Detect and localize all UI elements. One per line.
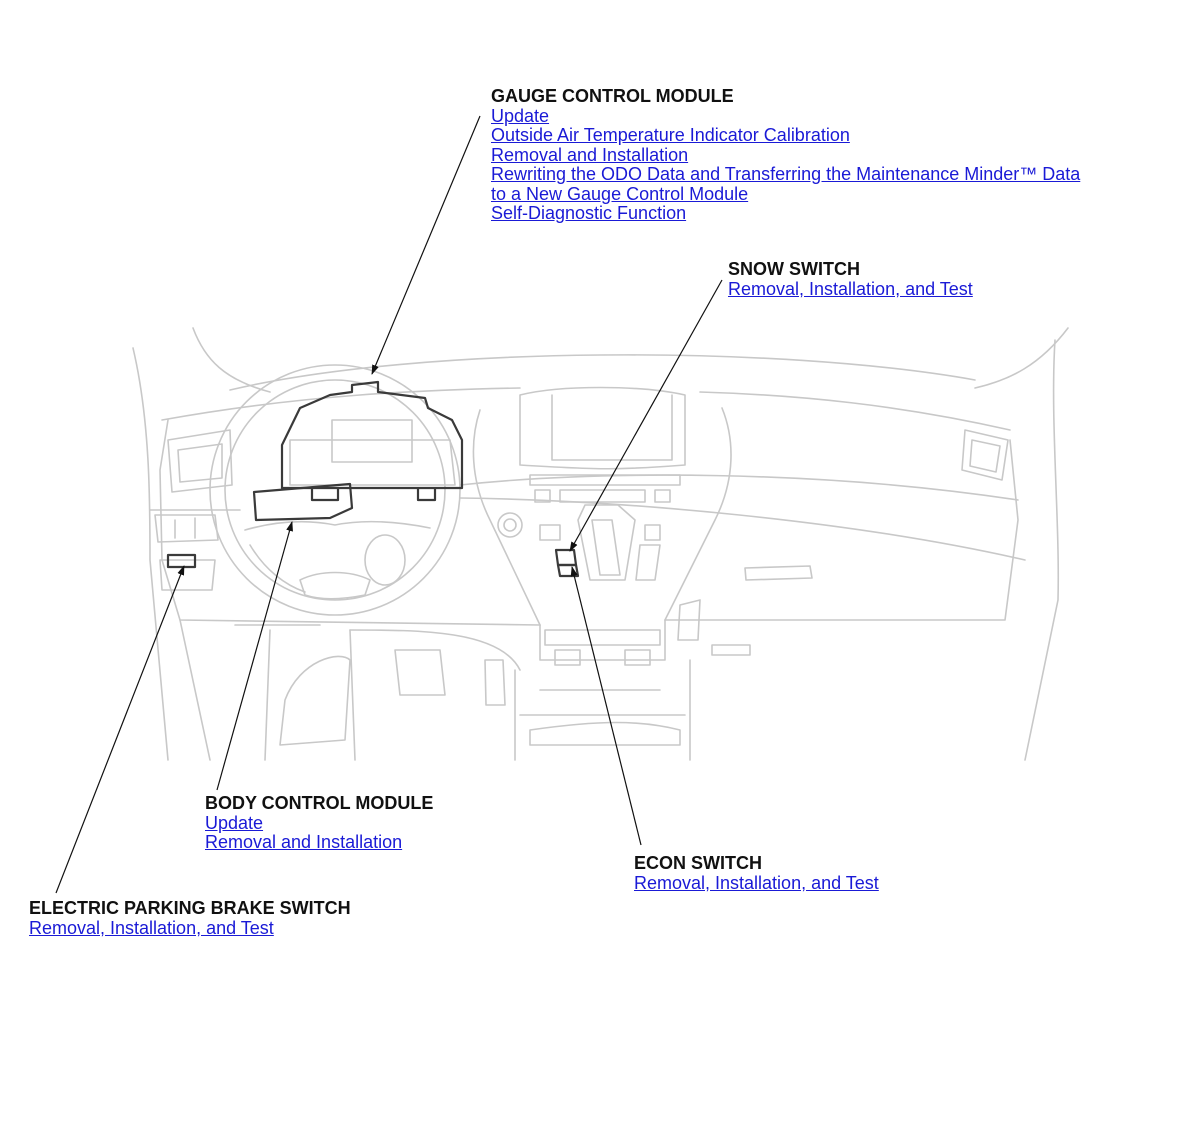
body-control-module-title: BODY CONTROL MODULE — [205, 793, 434, 813]
electric-parking-brake-switch-outline — [166, 553, 197, 569]
snow-switch-leader — [569, 279, 723, 552]
gauge-control-module-outline — [280, 380, 464, 502]
gcm-self-diagnostic-link[interactable]: Self-Diagnostic Function — [491, 203, 687, 223]
steering-wheel — [209, 364, 461, 616]
bcm-removal-installation-link[interactable]: Removal and Installation — [205, 832, 403, 852]
econ-switch-removal-link[interactable]: Removal, Installation, and Test — [634, 872, 879, 893]
snow-switch-title: SNOW SWITCH — [728, 259, 860, 279]
body-control-module-callout: BODY CONTROL MODULE Update Removal and I… — [205, 793, 434, 853]
gcm-rewriting-odo-link-continued[interactable]: to a New Gauge Control Module — [491, 183, 749, 204]
econ-snow-switch-outline — [554, 548, 580, 578]
econ-switch-title: ECON SWITCH — [634, 853, 762, 873]
gcm-rewriting-odo-link[interactable]: Rewriting the ODO Data and Transferring … — [491, 164, 1081, 184]
gauge-control-module-title: GAUGE CONTROL MODULE — [491, 86, 734, 106]
body-control-module-leader — [216, 521, 293, 791]
electric-parking-brake-switch-callout: ELECTRIC PARKING BRAKE SWITCH Removal, I… — [29, 898, 351, 938]
electric-parking-brake-switch-title: ELECTRIC PARKING BRAKE SWITCH — [29, 898, 351, 918]
body-control-module-outline — [252, 482, 354, 522]
gcm-removal-installation-link[interactable]: Removal and Installation — [491, 144, 689, 165]
epb-switch-removal-link[interactable]: Removal, Installation, and Test — [29, 917, 274, 938]
econ-switch-leader — [570, 566, 642, 846]
snow-switch-removal-link[interactable]: Removal, Installation, and Test — [728, 278, 973, 299]
bcm-update-link[interactable]: Update — [205, 812, 264, 833]
snow-switch-callout: SNOW SWITCH Removal, Installation, and T… — [728, 259, 973, 299]
gcm-outside-air-temp-calibration-link[interactable]: Outside Air Temperature Indicator Calibr… — [491, 125, 850, 145]
gcm-update-link[interactable]: Update — [491, 105, 550, 126]
gauge-control-module-leader — [371, 115, 481, 375]
gauge-control-module-callout: GAUGE CONTROL MODULE Update Outside Air … — [491, 86, 1081, 224]
electric-parking-brake-switch-leader — [55, 565, 185, 894]
econ-switch-callout: ECON SWITCH Removal, Installation, and T… — [634, 853, 879, 893]
dashboard-outline — [132, 327, 1069, 761]
